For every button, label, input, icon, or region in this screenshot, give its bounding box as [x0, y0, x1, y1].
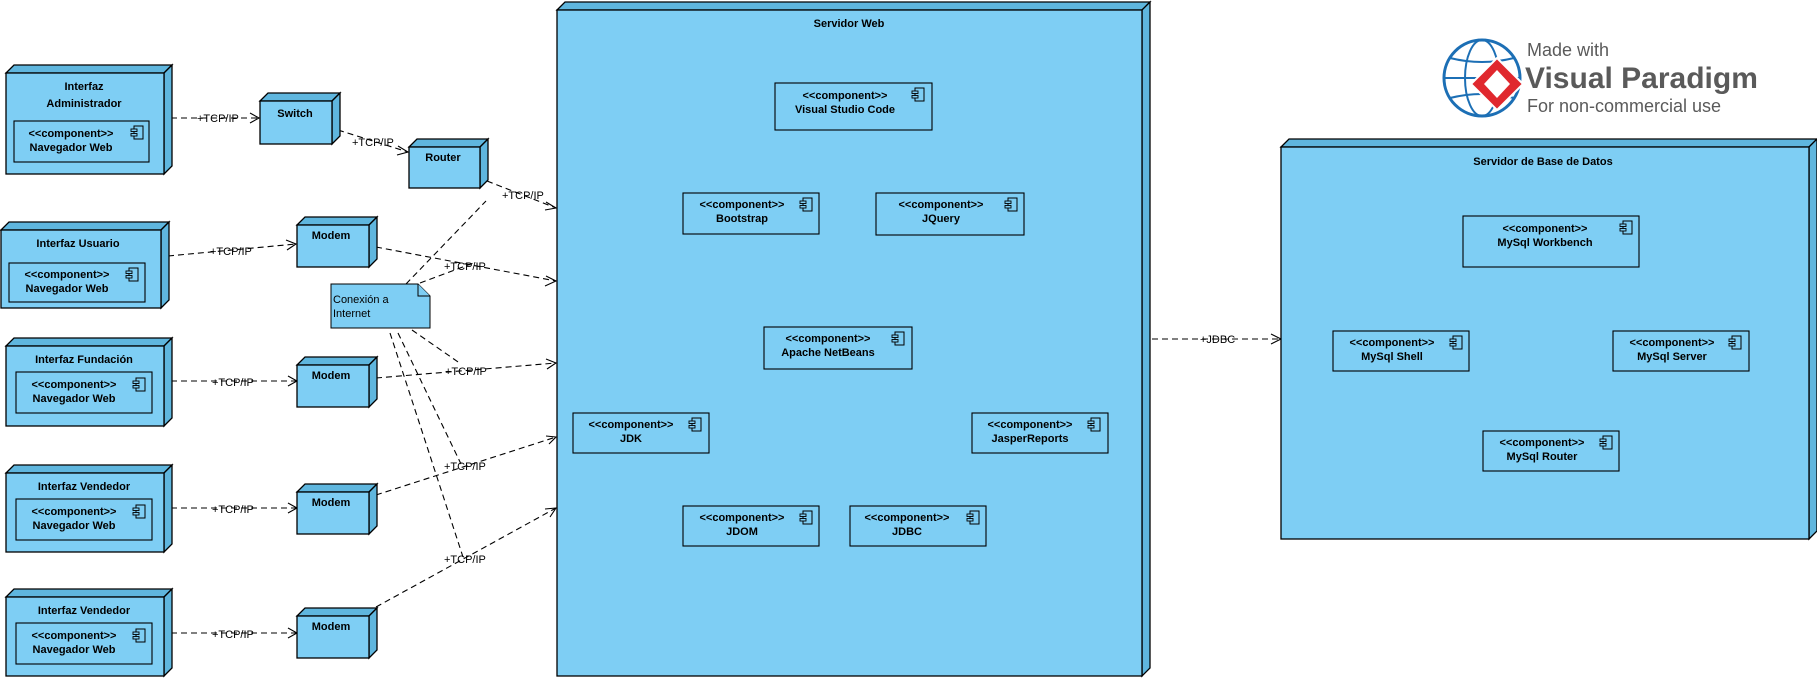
- node-title: Interfaz Vendedor: [38, 605, 131, 617]
- component-name: MySql Server: [1637, 351, 1707, 363]
- component-name: Navegador Web: [33, 520, 116, 532]
- component-stereotype: <<component>>: [29, 128, 114, 140]
- note-line-1: Conexión a: [333, 294, 390, 306]
- component-stereotype: <<component>>: [1500, 437, 1585, 449]
- component-stereotype: <<component>>: [786, 333, 871, 345]
- label-note-3: +TCP/IP: [444, 461, 486, 473]
- node-switch[interactable]: Switch: [258, 91, 342, 146]
- component-mysql-router[interactable]: <<component>> MySql Router: [1482, 430, 1620, 472]
- node-modem-3[interactable]: Modem: [295, 482, 379, 536]
- label-switch-router: +TCP/IP: [352, 137, 394, 149]
- label-usuario-modem: +TCP/IP: [210, 246, 252, 258]
- component-jasperreports[interactable]: <<component>> JasperReports: [971, 412, 1109, 454]
- component-stereotype: <<component>>: [803, 90, 888, 102]
- node-title: Modem: [312, 370, 351, 382]
- node-interfaz-usuario[interactable]: Interfaz Usuario <<component>> Navegador…: [0, 220, 171, 310]
- component-name: Navegador Web: [30, 142, 113, 154]
- note-conexion-internet[interactable]: Conexión a Internet: [330, 283, 431, 329]
- component-stereotype: <<component>>: [589, 419, 674, 431]
- node-title: Interfaz Vendedor: [38, 481, 131, 493]
- component-name: JDOM: [726, 526, 758, 538]
- node-modem-1[interactable]: Modem: [295, 215, 379, 269]
- component-visual-studio-code[interactable]: <<component>> Visual Studio Code: [774, 82, 933, 131]
- component-name: JQuery: [922, 213, 961, 225]
- component-name: Bootstrap: [716, 213, 768, 225]
- node-title: Interfaz: [64, 81, 104, 93]
- node-title: Modem: [312, 621, 351, 633]
- visual-paradigm-logo-icon: [1442, 38, 1525, 118]
- label-web-db: +JDBC: [1200, 334, 1235, 346]
- component-stereotype: <<component>>: [32, 630, 117, 642]
- component-jdbc[interactable]: <<component>> JDBC: [849, 505, 987, 547]
- component-name: JasperReports: [991, 433, 1068, 445]
- component-jdk[interactable]: <<component>> JDK: [572, 412, 710, 454]
- component-bootstrap[interactable]: <<component>> Bootstrap: [682, 192, 820, 235]
- node-interfaz-fundacion[interactable]: Interfaz Fundación <<component>> Navegad…: [4, 336, 174, 428]
- component-name: JDBC: [892, 526, 922, 538]
- web-server-title: Servidor Web: [814, 18, 885, 30]
- node-title: Modem: [312, 497, 351, 509]
- component-name: Navegador Web: [33, 393, 116, 405]
- component-name: Navegador Web: [33, 644, 116, 656]
- label-note-4: +TCP/IP: [444, 554, 486, 566]
- label-router-web: +TCP/IP: [502, 190, 544, 202]
- node-interfaz-vendedor-2[interactable]: Interfaz Vendedor <<component>> Navegado…: [4, 587, 174, 678]
- component-stereotype: <<component>>: [700, 199, 785, 211]
- component-stereotype: <<component>>: [988, 419, 1073, 431]
- node-router[interactable]: Router: [407, 137, 490, 190]
- label-fundacion-modem: +TCP/IP: [212, 377, 254, 389]
- label-vendedor1-modem: +TCP/IP: [212, 504, 254, 516]
- component-jdom[interactable]: <<component>> JDOM: [682, 505, 820, 547]
- component-name: Navegador Web: [26, 283, 109, 295]
- node-title: Modem: [312, 230, 351, 242]
- label-admin-switch: +TCP/IP: [197, 113, 239, 125]
- note-line-2: Internet: [333, 308, 370, 320]
- watermark-line-3: For non-commercial use: [1527, 96, 1721, 116]
- component-stereotype: <<component>>: [1503, 223, 1588, 235]
- component-mysql-shell[interactable]: <<component>> MySql Shell: [1332, 330, 1470, 372]
- component-stereotype: <<component>>: [700, 512, 785, 524]
- component-name: JDK: [620, 433, 642, 445]
- component-name: Visual Studio Code: [795, 104, 895, 116]
- component-name: MySql Workbench: [1497, 237, 1592, 249]
- component-stereotype: <<component>>: [1630, 337, 1715, 349]
- label-note-1: +TCP/IP: [444, 261, 486, 273]
- node-interfaz-vendedor-1[interactable]: Interfaz Vendedor <<component>> Navegado…: [4, 463, 174, 554]
- component-jquery[interactable]: <<component>> JQuery: [875, 192, 1025, 236]
- node-modem-2[interactable]: Modem: [295, 355, 379, 409]
- component-name: MySql Router: [1507, 451, 1579, 463]
- node-interfaz-administrador[interactable]: Interfaz Administrador <<component>> Nav…: [4, 63, 174, 176]
- label-note-2: +TCP/IP: [445, 366, 487, 378]
- node-title: Switch: [277, 108, 313, 120]
- component-name: Apache NetBeans: [781, 347, 875, 359]
- component-stereotype: <<component>>: [32, 506, 117, 518]
- node-title: Router: [425, 152, 461, 164]
- node-title-2: Administrador: [46, 98, 122, 110]
- node-title: Interfaz Usuario: [36, 238, 119, 250]
- watermark-line-2: Visual Paradigm: [1525, 62, 1758, 95]
- db-server-title: Servidor de Base de Datos: [1473, 156, 1612, 168]
- node-modem-4[interactable]: Modem: [295, 606, 379, 660]
- component-name: MySql Shell: [1361, 351, 1423, 363]
- component-apache-netbeans[interactable]: <<component>> Apache NetBeans: [763, 326, 913, 370]
- component-stereotype: <<component>>: [32, 379, 117, 391]
- component-stereotype: <<component>>: [865, 512, 950, 524]
- component-stereotype: <<component>>: [899, 199, 984, 211]
- component-stereotype: <<component>>: [25, 269, 110, 281]
- component-stereotype: <<component>>: [1350, 337, 1435, 349]
- watermark-line-1: Made with: [1527, 40, 1609, 60]
- component-mysql-workbench[interactable]: <<component>> MySql Workbench: [1462, 215, 1640, 268]
- component-mysql-server[interactable]: <<component>> MySql Server: [1612, 330, 1750, 372]
- node-title: Interfaz Fundación: [35, 354, 133, 366]
- label-vendedor2-modem: +TCP/IP: [212, 629, 254, 641]
- visual-paradigm-watermark: Made with Visual Paradigm For non-commer…: [1425, 20, 1801, 138]
